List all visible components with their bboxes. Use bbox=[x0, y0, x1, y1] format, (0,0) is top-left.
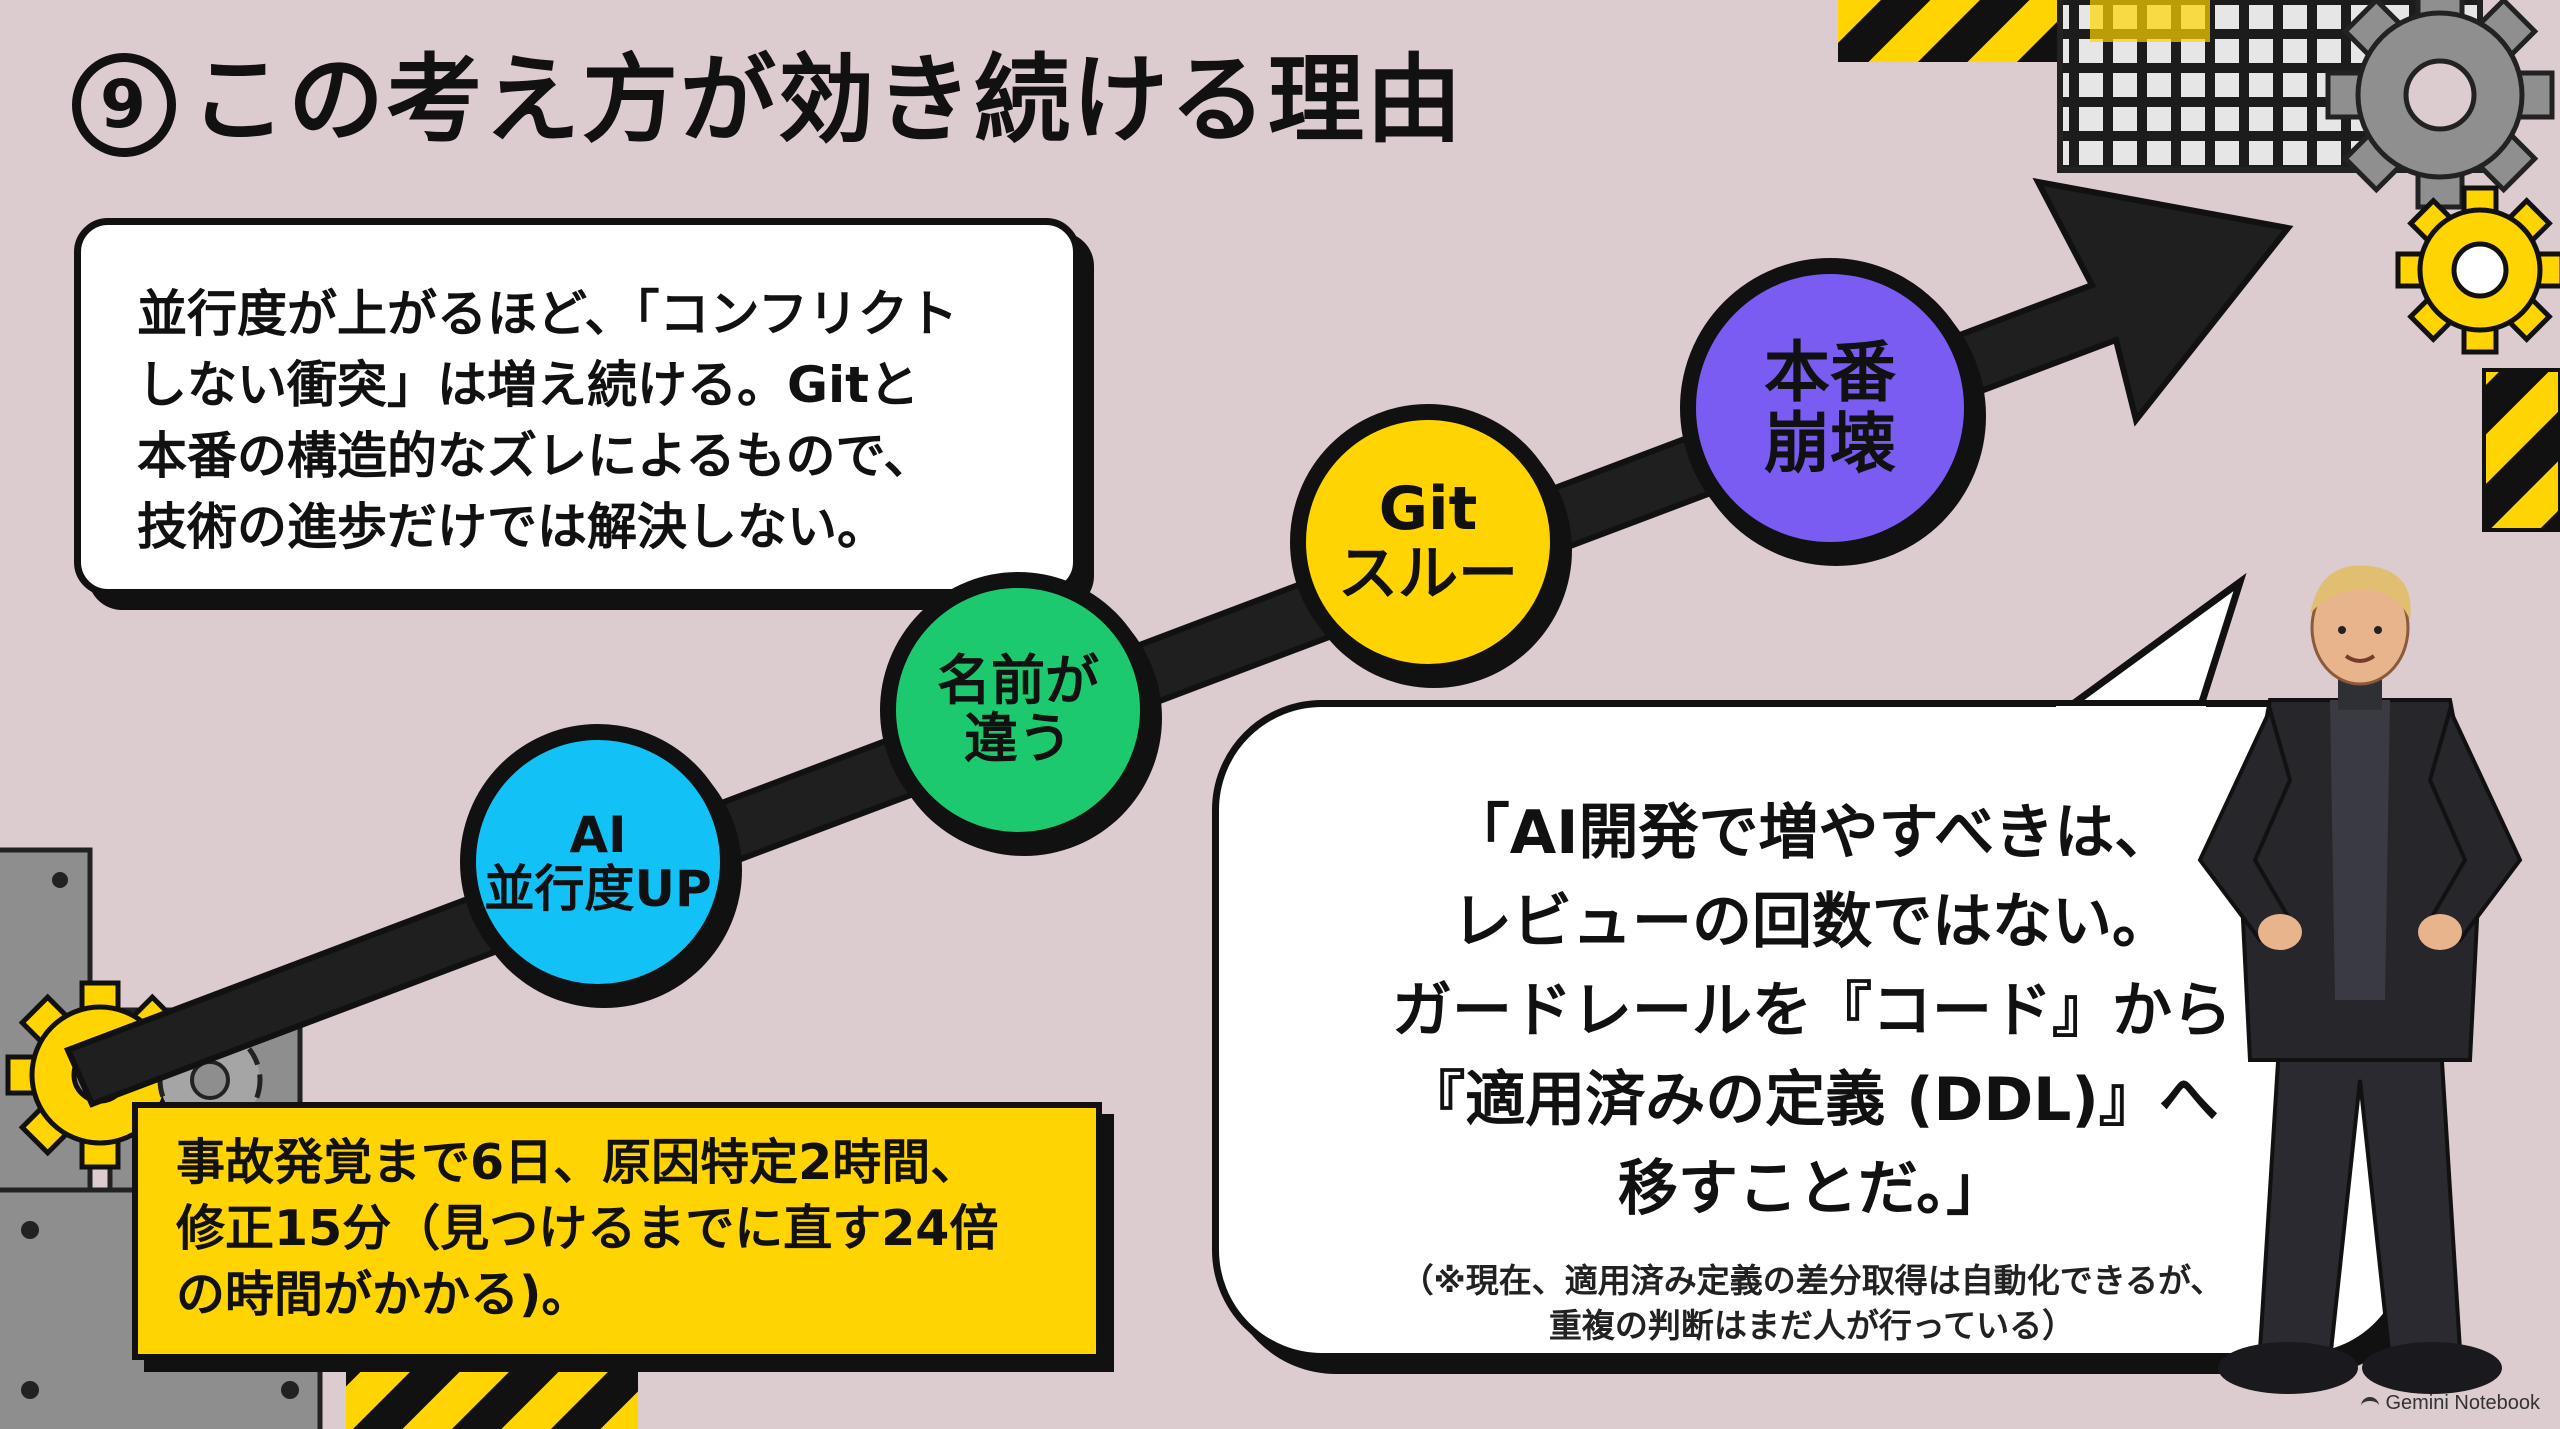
step-label: Git スルー bbox=[1338, 474, 1518, 609]
incident-note: 事故発覚まで6日、原因特定2時間、 修正15分（見つけるまでに直す24倍 の時間… bbox=[132, 1102, 1102, 1360]
watermark-text: Gemini Notebook bbox=[2385, 1392, 2540, 1414]
step-circle-name-mismatch: 名前が 違う bbox=[880, 572, 1156, 848]
step-circle-production-collapse: 本番 崩壊 bbox=[1680, 258, 1980, 558]
bubble-seam bbox=[2056, 706, 2206, 726]
step-label: 本番 崩壊 bbox=[1764, 333, 1896, 482]
hazard-stripes-top bbox=[1838, 0, 2074, 62]
intro-text: 並行度が上がるほど、「コンフリクト しない衝突」は増え続ける。Gitと 本番の構… bbox=[137, 285, 958, 556]
quote-note: （※現在、適用済み定義の差分取得は自動化できるが、 重複の判断はまだ人が行ってい… bbox=[1400, 1261, 2224, 1345]
incident-text: 事故発覚まで6日、原因特定2時間、 修正15分（見つけるまでに直す24倍 の時間… bbox=[176, 1134, 999, 1323]
presenter-character bbox=[2197, 565, 2523, 1394]
gear-icon bbox=[2395, 185, 2560, 355]
step-circle-git-through: Git スルー bbox=[1290, 404, 1566, 680]
gear-icon bbox=[2325, 0, 2555, 210]
step-number-badge: 9 bbox=[72, 53, 176, 157]
gemini-logo-icon bbox=[2361, 1396, 2380, 1411]
hazard-stripes-bottom bbox=[346, 1368, 638, 1429]
step-circle-ai-parallelism: AI 並行度UP bbox=[460, 724, 736, 1000]
watermark: Gemini Notebook bbox=[2361, 1392, 2540, 1415]
page-title-text: この考え方が効き続ける理由 bbox=[190, 44, 1464, 156]
quote-text: 「AI開発で増やすべきは、 レビューの回数ではない。 ガードレールを『コード』か… bbox=[1392, 798, 2232, 1224]
hazard-stripes-right bbox=[2482, 368, 2560, 532]
step-label: 名前が 違う bbox=[937, 648, 1099, 770]
intro-card: 並行度が上がるほど、「コンフリクト しない衝突」は増え続ける。Gitと 本番の構… bbox=[74, 218, 1080, 596]
step-label: AI 並行度UP bbox=[484, 806, 712, 918]
quote-bubble: 「AI開発で増やすべきは、 レビューの回数ではない。 ガードレールを『コード』か… bbox=[1212, 700, 2412, 1360]
